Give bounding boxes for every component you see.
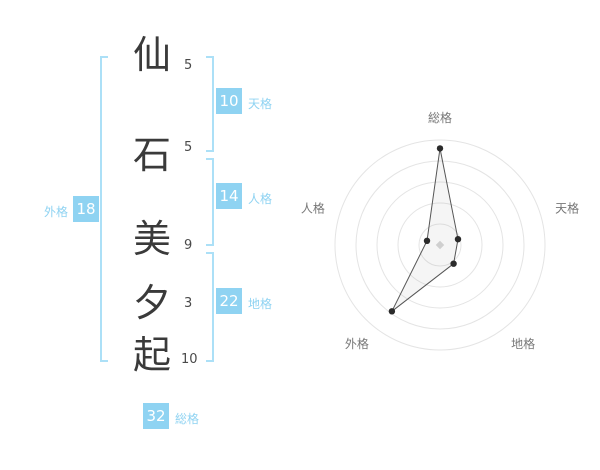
radar-grid-ring (397, 202, 483, 288)
radar-point-tenkaku (454, 236, 462, 243)
radar-grid-ring (418, 223, 462, 267)
radar-point-gaikaku (388, 308, 396, 315)
radar-axis-label-tenkaku: 天格 (555, 201, 579, 216)
soukaku-value-box: 32 (143, 403, 169, 429)
stroke-count: 9 (184, 238, 193, 253)
stroke-count: 5 (184, 140, 193, 155)
name-character: 夕 (132, 281, 171, 325)
stroke-count: 5 (184, 58, 193, 73)
radar-axis-label-chikaku: 地格 (511, 336, 535, 351)
chikaku-bracket (206, 252, 214, 362)
stroke-count: 10 (181, 352, 198, 367)
radar-grid-ring (376, 181, 504, 309)
name-character: 石 (132, 133, 171, 177)
radar-center-marker (435, 240, 445, 250)
chikaku-value-box: 22 (216, 288, 242, 314)
radar-point-soukaku (436, 145, 444, 152)
radar-point-jinkaku (423, 237, 431, 244)
tenkaku-value-box: 10 (216, 88, 242, 114)
soukaku-label: 総格 (175, 412, 200, 426)
jinkaku-bracket (206, 158, 214, 246)
tenkaku-bracket (206, 56, 214, 152)
gaikaku-label: 外格 (44, 205, 69, 219)
jinkaku-value-box: 14 (216, 183, 242, 209)
name-character: 仙 (132, 33, 171, 77)
name-character: 起 (132, 333, 171, 377)
radar-grid-ring (334, 139, 546, 351)
radar-axis-label-soukaku: 総格 (428, 110, 452, 125)
name-character: 美 (132, 217, 171, 261)
stroke-count: 3 (184, 296, 193, 311)
radar-grid-ring (355, 160, 525, 330)
chikaku-label: 地格 (248, 297, 273, 311)
radar-polygon (391, 148, 459, 312)
radar-axis-label-jinkaku: 人格 (301, 201, 325, 216)
jinkaku-label: 人格 (248, 192, 273, 206)
tenkaku-label: 天格 (248, 97, 273, 111)
gaikaku-bracket (100, 56, 108, 362)
radar-axis-label-gaikaku: 外格 (345, 336, 369, 351)
gaikaku-value-box: 18 (73, 196, 99, 222)
radar-point-chikaku (450, 260, 457, 267)
